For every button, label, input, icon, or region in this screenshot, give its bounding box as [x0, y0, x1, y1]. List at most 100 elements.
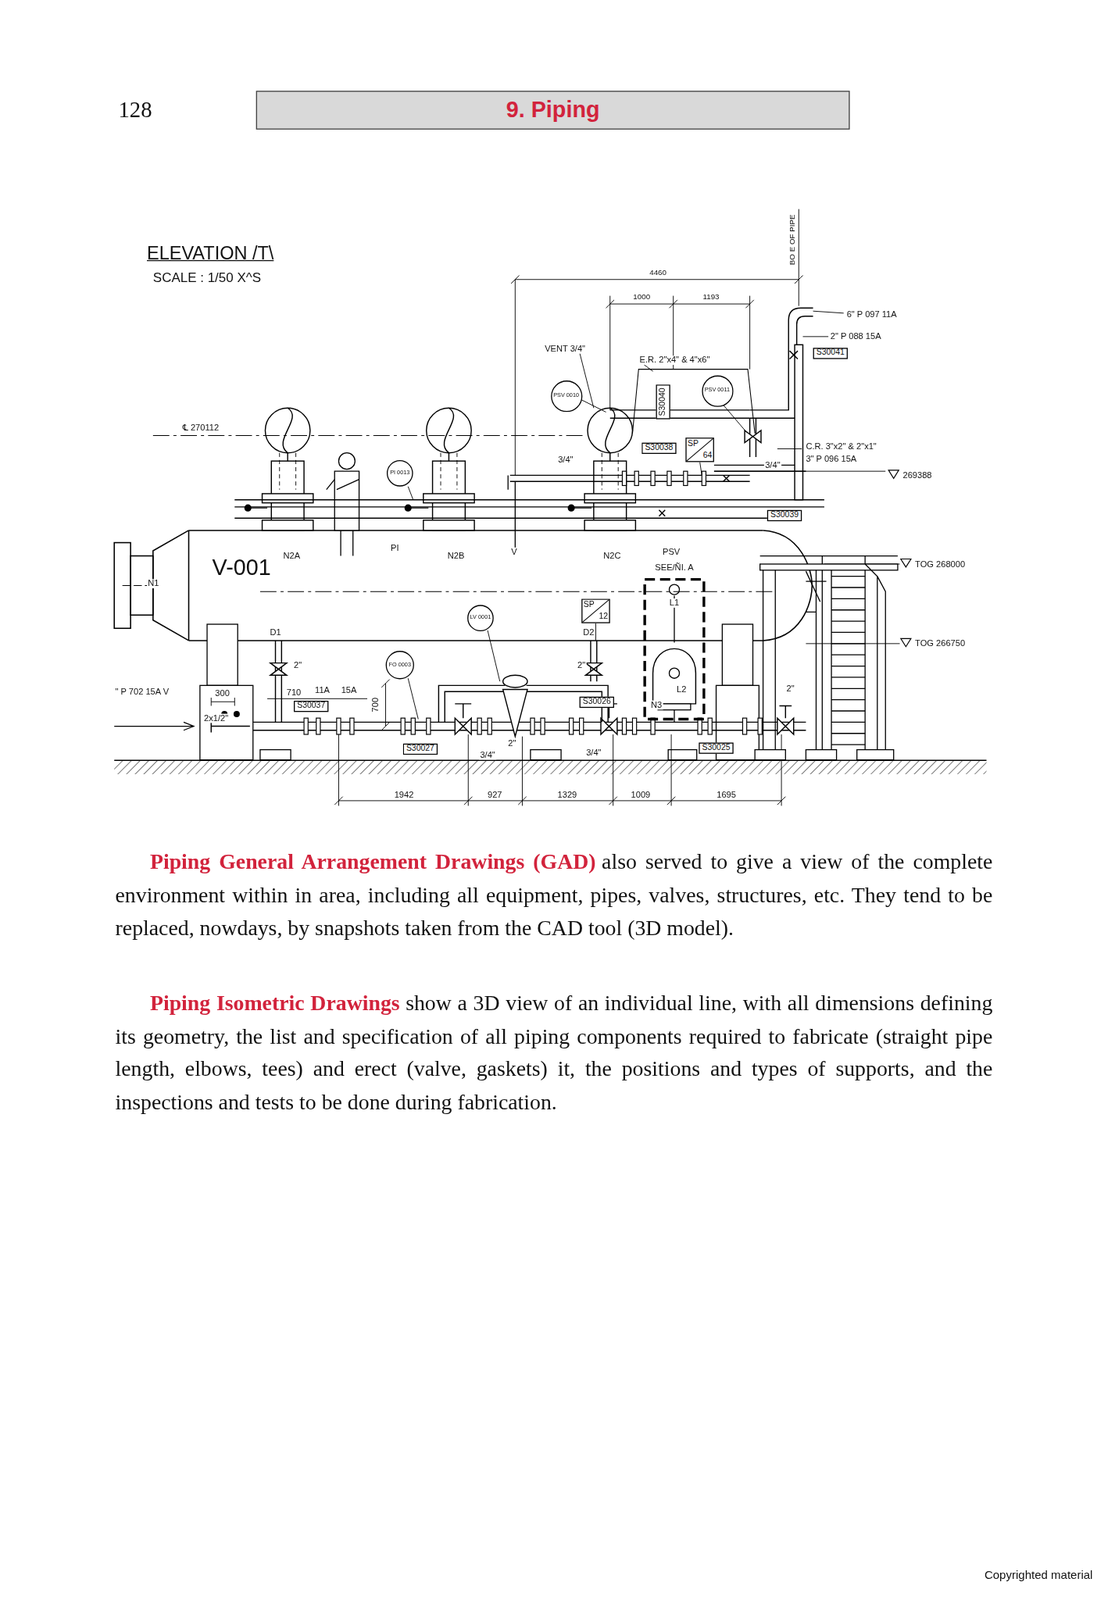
tag-text: PI 0013 — [389, 470, 410, 476]
access-platform — [831, 654, 865, 656]
access-platform — [763, 570, 823, 761]
instrument-bubble: PSV 0011 — [701, 375, 733, 407]
relief-piping — [610, 307, 814, 516]
dimension-line — [514, 209, 799, 476]
copyright-note: Copyrighted material — [983, 1570, 1094, 1583]
pipe-rack-line — [510, 475, 751, 482]
pipe-rack-line — [404, 504, 411, 512]
tag-text: SP — [687, 439, 699, 448]
pipe-flange — [540, 718, 545, 735]
spec-break-divider — [582, 600, 609, 623]
tag-text: 12 — [599, 613, 609, 622]
pipe-flange — [316, 718, 321, 735]
access-platform — [831, 676, 865, 678]
drawing-label: 2" — [507, 739, 518, 748]
leader-line — [579, 351, 594, 408]
drawing-label: L2 — [675, 685, 688, 694]
view-title: ELEVATION /T\ — [146, 243, 276, 263]
support-tag: S30025 — [698, 742, 733, 754]
access-platform — [831, 586, 865, 588]
tag-text: S30041 — [816, 349, 845, 358]
top-nozzle — [587, 407, 633, 453]
operator-figure — [334, 471, 359, 531]
access-platform — [760, 555, 898, 557]
top-nozzle — [286, 453, 288, 462]
lower-piping — [114, 640, 806, 737]
bubble-outline — [550, 380, 582, 411]
lower-piping — [777, 718, 794, 735]
leader-line — [487, 630, 501, 682]
saddle-support — [530, 750, 562, 761]
drawing-label: 927 — [486, 790, 504, 800]
centerline — [153, 435, 587, 436]
access-platform — [754, 556, 898, 761]
chapter-title: 9. Piping — [506, 96, 601, 124]
dimension-line — [338, 734, 782, 806]
operator-figure — [338, 453, 355, 470]
instrument-bubble: PSV 0010 — [550, 379, 582, 411]
access-platform — [831, 699, 865, 701]
pipe-flange — [667, 471, 672, 486]
line-number: " P 702 15A V — [114, 687, 170, 697]
elevation-marker — [888, 470, 899, 479]
top-nozzle — [264, 407, 310, 453]
header-bar: 9. Piping — [256, 90, 851, 130]
support-tag: S30037 — [293, 700, 329, 712]
support-tag: S30027 — [403, 743, 438, 755]
elevation-value: TOG 268000 — [914, 559, 967, 569]
term-highlight: Piping Isometric Drawings — [150, 990, 401, 1015]
access-platform — [805, 571, 826, 612]
drawing-label: N3 — [650, 700, 664, 710]
top-nozzle — [262, 520, 314, 531]
level-gauge — [668, 668, 680, 679]
drawing-label: 3/4" — [478, 750, 497, 760]
ground — [114, 760, 987, 775]
operator-figure — [340, 530, 354, 557]
lower-piping — [454, 704, 792, 719]
drawing-label: 1009 — [629, 790, 651, 800]
leader-line — [777, 448, 802, 450]
saddle-support — [721, 624, 753, 686]
pipe-flange — [303, 471, 762, 735]
leader-line — [723, 404, 747, 433]
ground — [114, 761, 987, 775]
instrument-bubble: PI 0013 — [386, 460, 414, 487]
elevation-marker — [900, 558, 912, 567]
drawing-label: 3/4" — [764, 461, 782, 470]
drawing-label: 4460 — [648, 268, 668, 277]
pipe-flange — [579, 718, 584, 735]
tag-text: LV 0001 — [470, 615, 492, 622]
tag-text: SP — [583, 600, 595, 609]
top-nozzle — [282, 407, 293, 453]
leader-line — [407, 486, 414, 501]
elevation-marker — [900, 638, 912, 647]
drawing-label: 1000 — [632, 293, 651, 301]
pipe-flange — [742, 718, 747, 735]
lower-piping — [275, 640, 283, 722]
top-nozzle — [262, 407, 637, 531]
drawing-label: 2x1/2" — [203, 714, 230, 723]
elevation-value: 269388 — [901, 471, 933, 480]
tag-text: S30038 — [644, 443, 673, 452]
drawing-label: PSV — [661, 547, 682, 557]
top-nozzle — [423, 520, 475, 531]
drawing-label: L1 — [668, 598, 681, 608]
lower-piping — [585, 663, 602, 676]
saddle-support — [207, 624, 238, 686]
relief-piping — [750, 316, 814, 419]
elevation-value: TOG 266750 — [914, 639, 967, 648]
lower-piping — [234, 711, 240, 718]
support-tag: S30038 — [641, 442, 676, 454]
pipe-rack-line — [234, 500, 825, 519]
drawing-label: 1695 — [715, 790, 737, 800]
leader-line — [407, 678, 419, 719]
drawing-label: 2" — [576, 661, 587, 670]
pipe-rack-line — [250, 507, 592, 509]
vessel — [189, 530, 764, 641]
dimension-line — [210, 209, 803, 807]
support-tag: S30041 — [813, 347, 848, 359]
pipe-flange — [650, 718, 655, 735]
leader-line — [803, 335, 830, 337]
access-platform — [831, 643, 865, 644]
